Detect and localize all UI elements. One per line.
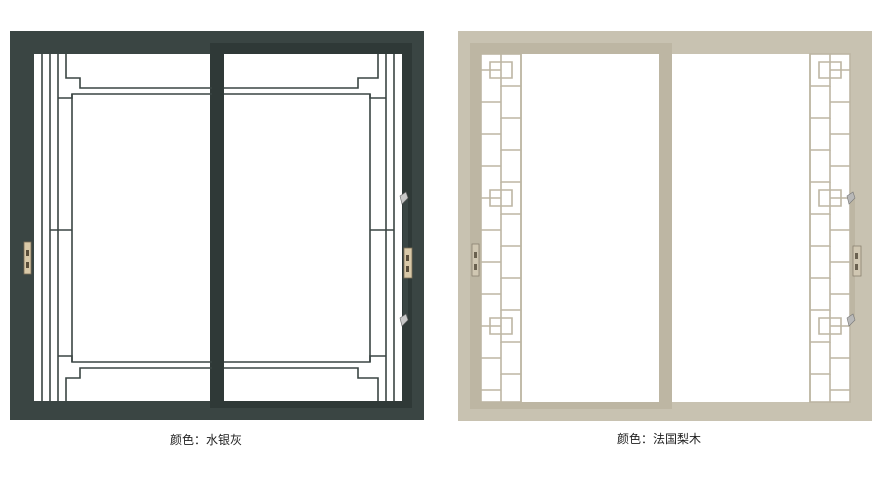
sliding-door-french-pear-wood-image bbox=[458, 31, 872, 421]
door-mercury-gray bbox=[0, 0, 440, 430]
door-french-pear-wood bbox=[440, 0, 880, 430]
right-grille bbox=[224, 54, 395, 401]
right-pull-handle-icon bbox=[399, 191, 413, 327]
color-caption-mercury-gray: 颜色：水银灰 bbox=[170, 433, 243, 447]
left-lock-handle-icon bbox=[471, 243, 480, 277]
left-lock-handle-icon bbox=[23, 241, 32, 275]
left-fretwork-grille bbox=[480, 53, 522, 403]
left-grille bbox=[41, 54, 212, 401]
sliding-door-mercury-gray-image bbox=[10, 31, 424, 420]
right-fretwork-grille bbox=[809, 53, 851, 403]
right-pull-handle-icon bbox=[846, 191, 862, 327]
color-caption-french-pear-wood: 颜色：法国梨木 bbox=[617, 432, 702, 446]
